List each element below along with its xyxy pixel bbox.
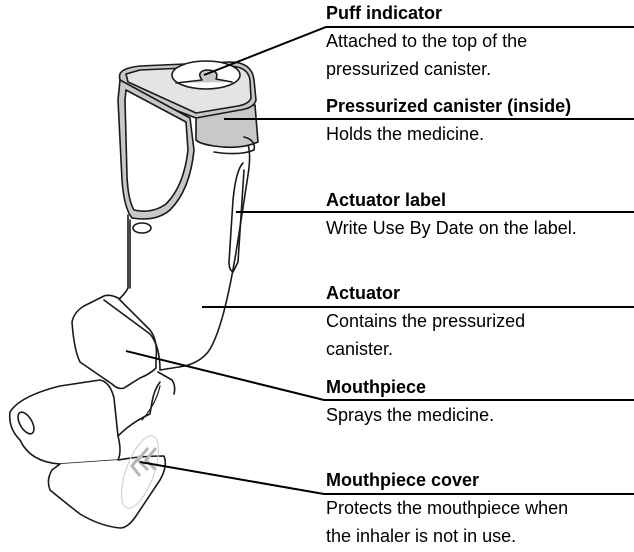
actuator-label-strip <box>228 162 245 273</box>
callout-actuator-label: Actuator label Write Use By Date on the … <box>326 189 634 242</box>
description-line: canister. <box>326 339 394 359</box>
chevron-arrows-icon <box>130 447 158 477</box>
leader-line-mouthpiece-cover <box>139 461 634 495</box>
description-line: Sprays the medicine. <box>326 405 495 425</box>
description-line: pressurized canister. <box>326 59 492 79</box>
puff-indicator-keyhole <box>175 69 233 84</box>
callout-title: Actuator label <box>326 190 447 210</box>
leader-line-puff-indicator <box>203 26 634 76</box>
callout-description: Sprays the medicine. <box>326 401 634 429</box>
callout-description: Protects the mouthpiece when the inhaler… <box>326 494 634 550</box>
description-line: Write Use By Date on the label. <box>326 218 577 238</box>
callout-description: Attached to the top of the pressurized c… <box>326 27 634 83</box>
callout-title: Puff indicator <box>326 3 442 23</box>
callout-puff-indicator: Puff indicator Attached to the top of th… <box>326 2 634 83</box>
callout-description: Contains the pressurized canister. <box>326 307 634 363</box>
mouthpiece <box>71 294 158 390</box>
mouthpiece-cover <box>8 379 121 465</box>
callout-pressurized-canister: Pressurized canister (inside) Holds the … <box>326 95 634 148</box>
callout-title: Mouthpiece cover <box>326 470 480 490</box>
callout-mouthpiece: Mouthpiece Sprays the medicine. <box>326 376 634 429</box>
description-line: Protects the mouthpiece when <box>326 498 569 518</box>
callout-title: Mouthpiece <box>326 377 427 397</box>
leader-line-mouthpiece <box>125 350 634 401</box>
callout-actuator: Actuator Contains the pressurized canist… <box>326 282 634 363</box>
description-line: Holds the medicine. <box>326 124 485 144</box>
description-line: Attached to the top of the <box>326 31 528 51</box>
callout-title: Pressurized canister (inside) <box>326 96 572 116</box>
callout-description: Holds the medicine. <box>326 120 634 148</box>
callout-description: Write Use By Date on the label. <box>326 214 634 242</box>
dose-button <box>132 222 152 234</box>
callout-mouthpiece-cover: Mouthpiece cover Protects the mouthpiece… <box>326 469 634 550</box>
callout-title: Actuator <box>326 283 401 303</box>
description-line: the inhaler is not in use. <box>326 526 517 546</box>
description-line: Contains the pressurized <box>326 311 526 331</box>
